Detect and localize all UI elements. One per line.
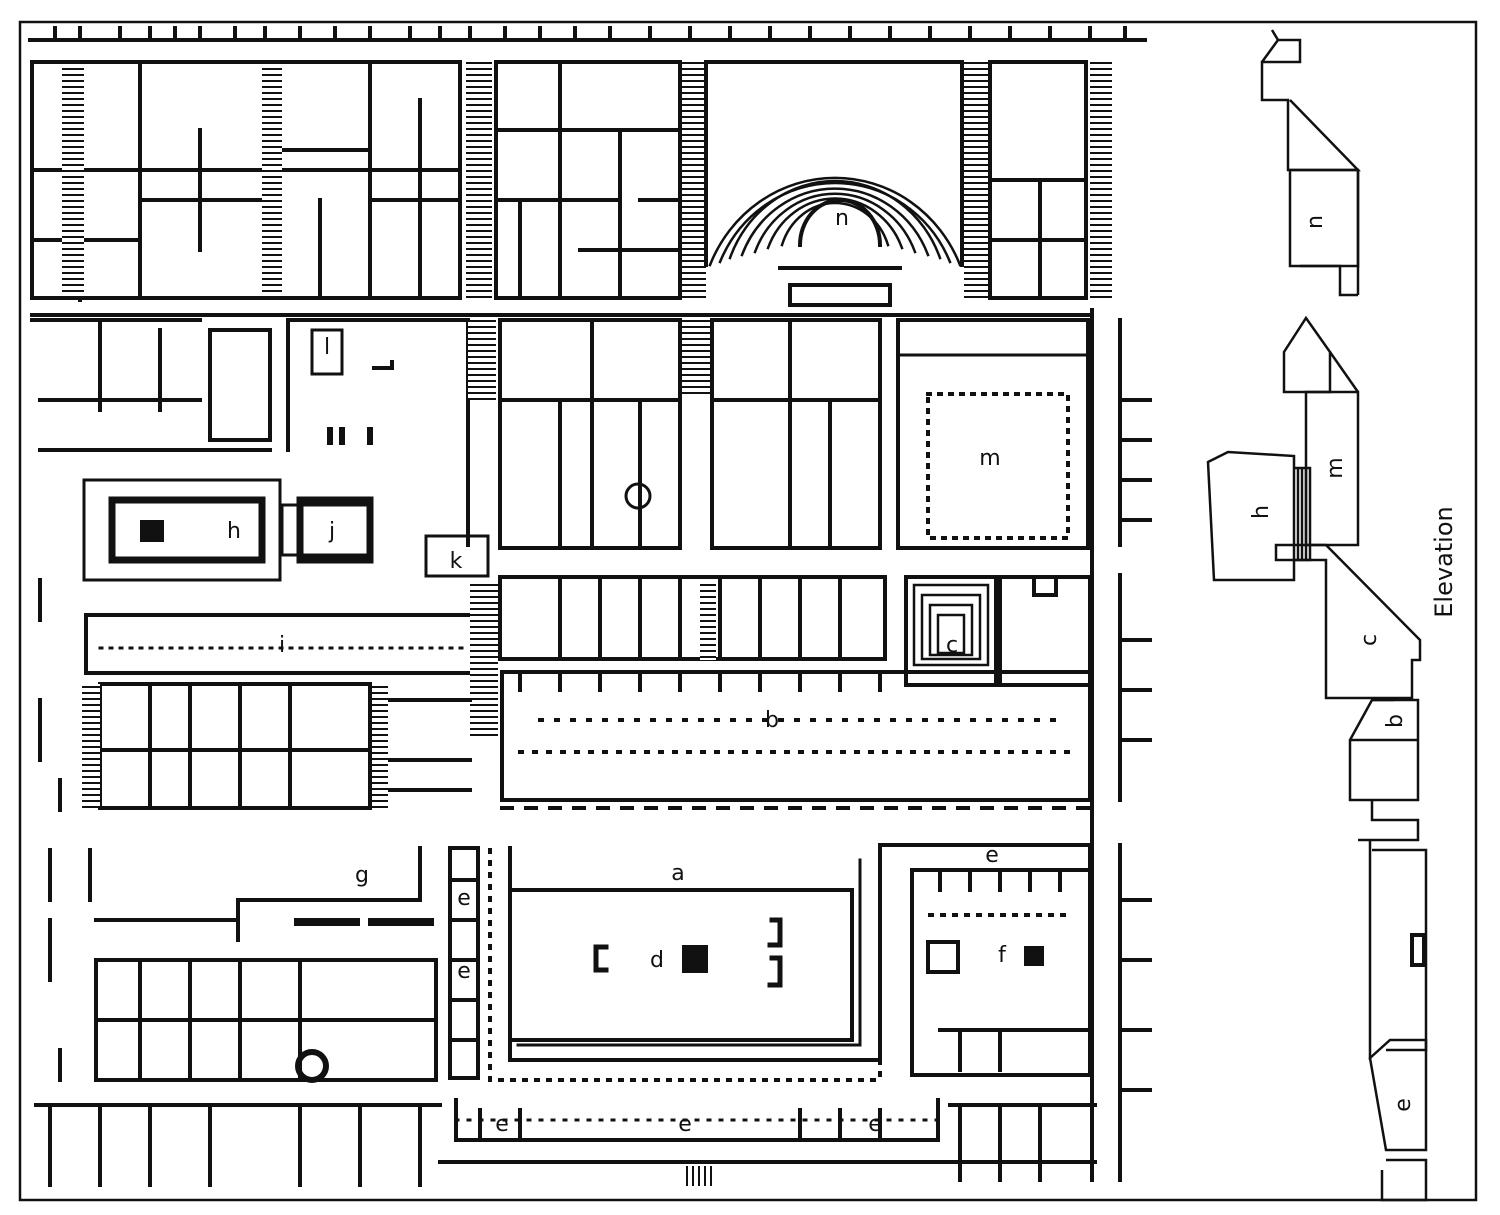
label-a: a	[671, 861, 684, 886]
steps-strip	[468, 320, 496, 400]
steps-strip	[62, 62, 84, 298]
agora	[488, 846, 882, 1082]
label-m: m	[979, 446, 1000, 471]
steps-strip	[964, 62, 988, 298]
steps-strip	[470, 580, 498, 740]
label-e: e	[457, 886, 471, 911]
block-row-1	[30, 60, 1088, 302]
label-f: f	[998, 943, 1007, 968]
label-e: e	[985, 843, 999, 868]
elev-label-c: c	[1357, 634, 1382, 646]
steps-strip	[682, 62, 706, 298]
block-row-2-middle	[468, 318, 882, 550]
label-h: h	[227, 519, 241, 544]
label-g: g	[355, 863, 369, 888]
stoa-b	[500, 670, 1092, 810]
odeion	[904, 575, 1092, 687]
steps-strip	[372, 684, 388, 808]
elev-label-e: e	[1391, 1098, 1416, 1112]
elev-label-m: m	[1323, 457, 1348, 478]
elev-label-b: b	[1383, 714, 1408, 728]
label-e: e	[868, 1112, 882, 1137]
steps-strip	[686, 1166, 716, 1186]
figure-border	[18, 20, 1478, 1202]
label-e: e	[495, 1112, 509, 1137]
east-edge-blocks	[1118, 318, 1152, 1182]
steps-strip	[700, 580, 716, 660]
label-j: j	[328, 519, 335, 544]
block-row-5	[34, 1103, 1097, 1187]
temple-precinct	[82, 318, 490, 582]
steps-strip	[682, 320, 710, 395]
label-n: n	[835, 206, 849, 231]
label-l: l	[324, 335, 330, 360]
label-i: i	[279, 633, 285, 658]
steps-strip	[82, 684, 100, 808]
stoa-g	[236, 846, 434, 942]
court-m	[896, 318, 1090, 550]
block-row-2-left	[30, 318, 272, 452]
label-b: b	[765, 708, 779, 733]
elev-label-h: h	[1249, 505, 1274, 519]
steps-strip	[466, 62, 492, 298]
plan-labels: n l m h j k i c b g a e e e d f e e e	[227, 206, 1007, 1137]
shrine-k	[424, 534, 490, 578]
building-e-west	[448, 846, 480, 1080]
elev-label-n: n	[1303, 215, 1328, 229]
block-row-3	[470, 575, 887, 740]
block-row-3-left	[38, 578, 472, 812]
elevation-title: Elevation	[1430, 506, 1458, 617]
label-c: c	[946, 633, 958, 658]
south-stoa	[438, 1098, 1097, 1186]
city-plan	[28, 26, 1152, 1187]
elevation-labels: n m h c b e Elevation	[1249, 215, 1458, 1112]
altar-d	[682, 945, 708, 973]
steps-strip	[1090, 62, 1112, 298]
elevation-drawing	[1206, 29, 1428, 1202]
building-f	[878, 843, 1092, 1082]
temple-j	[280, 503, 374, 557]
top-street-walls	[28, 26, 1147, 42]
label-e: e	[457, 959, 471, 984]
label-k: k	[450, 549, 463, 574]
label-d: d	[650, 948, 664, 973]
label-e: e	[678, 1112, 692, 1137]
block-row-4-left	[48, 848, 438, 1083]
theatre	[704, 60, 964, 307]
temple-h	[82, 478, 282, 582]
steps-strip	[262, 62, 282, 298]
